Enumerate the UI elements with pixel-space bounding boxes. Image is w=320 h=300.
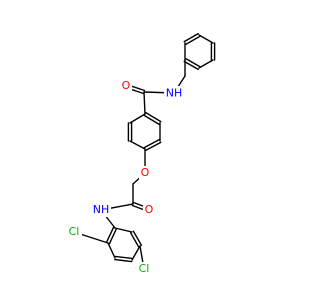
bond-q3-q4 <box>114 255 133 260</box>
atom-labels: NH O O NH O Cl Cl <box>66 79 184 276</box>
atom-o-ether: O <box>139 166 151 180</box>
bond-p3-p4 <box>143 138 160 149</box>
bond-q1-q2 <box>105 226 115 244</box>
atom-o-top: O <box>120 79 132 93</box>
bond-p1-p2 <box>143 114 160 126</box>
bond-p4-p5 <box>129 140 146 150</box>
atom-cl-ortho-label: Cl <box>69 225 80 238</box>
bond-p6-p1 <box>129 113 146 124</box>
bond-q4-q5 <box>131 245 141 261</box>
atom-n-bottom: NH <box>91 203 111 217</box>
bond-q3-q4 <box>114 258 133 263</box>
bond-p1-p2 <box>145 111 162 123</box>
atom-cl-ortho: Cl <box>66 225 82 239</box>
bond-bz3-bz4 <box>198 59 214 69</box>
bond-bz4-bz5 <box>185 57 201 68</box>
bond-q1-q2 <box>108 227 118 245</box>
atom-o-bottom-label: O <box>145 203 154 216</box>
atom-cl-meta-label: Cl <box>139 262 150 275</box>
atom-n-bottom-label: NH <box>93 203 110 216</box>
molecule-structure: NH O O NH O Cl Cl <box>66 32 216 276</box>
atom-o-top-label: O <box>122 79 131 92</box>
bond-p3-p4 <box>145 141 162 152</box>
atom-o-ether-label: O <box>141 166 150 179</box>
bond-q5-q6 <box>129 232 140 248</box>
bond-q5-q6 <box>132 230 143 246</box>
bond-bz6-bz1 <box>183 32 199 43</box>
atom-n-top: NH <box>164 86 184 100</box>
atom-cl-meta: Cl <box>136 262 152 276</box>
atom-n-top-label: NH <box>166 87 183 100</box>
bond-q6-q1 <box>114 227 133 233</box>
bond-q2-q3 <box>107 242 116 259</box>
bond-bz1-bz2 <box>198 34 214 44</box>
bond-lines <box>73 32 216 270</box>
atom-o-bottom: O <box>143 203 155 217</box>
bond-bz6-bz1 <box>185 35 201 46</box>
bond-c1-p1 <box>143 91 146 115</box>
bond-bz4-bz5 <box>183 60 199 71</box>
